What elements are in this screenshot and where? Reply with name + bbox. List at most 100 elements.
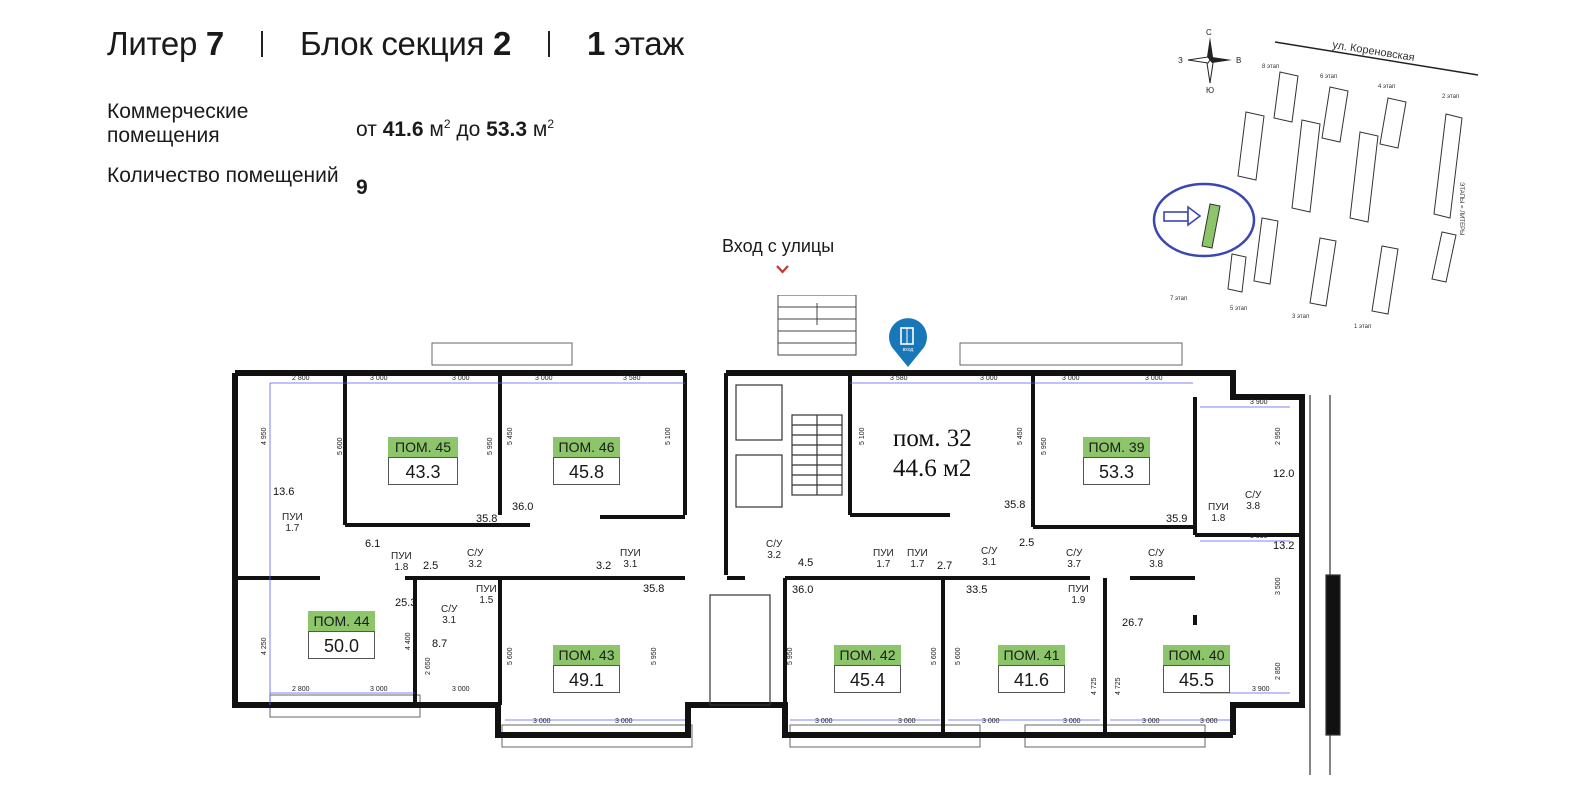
dim-label: 5 450 <box>507 427 514 445</box>
room-area-40[interactable]: 45.5 <box>1163 665 1230 693</box>
commercial-info-row: Коммерческие помещения от 41.6 м2 до 53.… <box>107 100 554 148</box>
dim-label: 5 450 <box>1017 427 1024 445</box>
compass-south: Ю <box>1206 86 1214 95</box>
arrow-right-icon <box>1163 205 1202 227</box>
room-area-44[interactable]: 50.0 <box>308 631 375 659</box>
dim-label: 3 900 <box>1252 686 1270 693</box>
building <box>1237 111 1265 181</box>
dim-label: 2 850 <box>1275 662 1282 680</box>
building <box>1433 113 1463 219</box>
stage-label: 2 этап <box>1442 94 1459 100</box>
dim-label: 4 400 <box>405 632 412 650</box>
area-number: 8.7 <box>432 638 448 650</box>
dim-label: 5 600 <box>955 647 962 665</box>
building <box>1371 245 1399 315</box>
exterior-structure <box>1309 395 1341 775</box>
room-tag-46[interactable]: ПОМ. 46 <box>553 437 620 458</box>
room-tag-41[interactable]: ПОМ. 41 <box>998 645 1065 666</box>
compass-north: С <box>1206 28 1212 37</box>
dim-label: 5 950 <box>787 647 794 665</box>
dim-label: 3 000 <box>982 718 1000 725</box>
pin-label: вход <box>903 347 914 353</box>
building <box>1309 237 1337 307</box>
dim-label: 5 600 <box>507 647 514 665</box>
dim-label: 5 100 <box>665 427 672 445</box>
room-area-42[interactable]: 45.4 <box>834 665 901 693</box>
floor-plan: 2 800 3 000 3 000 3 000 3 580 3 580 3 00… <box>232 295 1341 775</box>
dim-label: 2 950 <box>1275 427 1282 445</box>
room-tag-39[interactable]: ПОМ. 39 <box>1083 437 1150 458</box>
area-number: 13.2 <box>1273 540 1295 552</box>
dim-label: 3 000 <box>452 686 470 693</box>
dim-label: 3 000 <box>370 686 388 693</box>
dim-label: 3 000 <box>533 718 551 725</box>
dim-label: 4 950 <box>261 427 268 445</box>
dim-label: 3 000 <box>980 375 998 382</box>
dim-label: 3 000 <box>898 718 916 725</box>
dim-label: 3 580 <box>890 375 908 382</box>
side-label: ЭТАПЫ = ЛИТЕРЫ <box>1458 182 1464 235</box>
dim-label: 3 900 <box>1250 399 1268 406</box>
street-label: ул. Кореновская <box>1332 39 1416 64</box>
building <box>1253 217 1279 285</box>
dim-label: 5 600 <box>337 437 344 455</box>
area-number: 12.0 <box>1273 468 1295 480</box>
area-number: 2.7 <box>937 560 953 572</box>
area-number: 2.5 <box>1019 537 1035 549</box>
room-area-41[interactable]: 41.6 <box>998 665 1065 693</box>
room-tag-42[interactable]: ПОМ. 42 <box>834 645 901 666</box>
highlight-ellipse <box>1152 182 1256 258</box>
dim-label: 3 000 <box>1142 718 1160 725</box>
dim-label: 5 950 <box>487 437 494 455</box>
room-tag-44[interactable]: ПОМ. 44 <box>308 611 375 632</box>
dim-label: 5 600 <box>931 647 938 665</box>
stage-label: 1 этап <box>1354 324 1371 330</box>
area-number: 2.5 <box>423 560 439 572</box>
area-number: 35.8 <box>1004 499 1026 511</box>
page-title: Литер 7 Блок секция 2 1 этаж <box>107 22 684 66</box>
stage-label: 5 этап <box>1230 306 1247 312</box>
highlighted-room-number: пом. 32 <box>893 425 972 452</box>
room-area-46[interactable]: 45.8 <box>553 457 620 485</box>
dim-label: 3 000 <box>370 375 388 382</box>
area-number: 6.1 <box>365 538 381 550</box>
stage-label: 8 этап <box>1262 64 1279 70</box>
dim-label: 4 725 <box>1091 677 1098 695</box>
dim-label: 2 800 <box>292 375 310 382</box>
area-number: 3.2 <box>596 560 612 572</box>
title-divider <box>548 31 550 57</box>
area-number: 13.6 <box>273 486 295 498</box>
dim-label: 3 000 <box>1145 375 1163 382</box>
room-area-39[interactable]: 53.3 <box>1083 457 1150 485</box>
liter-title: Литер 7 <box>107 25 224 62</box>
room-tag-43[interactable]: ПОМ. 43 <box>553 645 620 666</box>
dim-label: 4 250 <box>261 637 268 655</box>
area-number: 33.5 <box>966 584 988 596</box>
interior-walls <box>235 373 1302 735</box>
room-area-43[interactable]: 49.1 <box>553 665 620 693</box>
room-tag-45[interactable]: ПОМ. 45 <box>388 437 458 458</box>
room-area-45[interactable]: 43.3 <box>388 457 458 485</box>
room-tag-40[interactable]: ПОМ. 40 <box>1163 645 1230 666</box>
entrance-pin-icon: вход <box>889 318 927 367</box>
active-building <box>1201 203 1221 249</box>
area-number: 35.9 <box>1166 513 1188 525</box>
area-number: 35.8 <box>476 513 498 525</box>
stage-label: 4 этап <box>1378 84 1395 90</box>
stage-label: 6 этап <box>1320 74 1337 80</box>
street-line <box>1274 41 1479 76</box>
stair-core <box>709 384 843 706</box>
dim-label: 3 500 <box>1275 577 1282 595</box>
building <box>1227 253 1247 293</box>
site-key-map: С Ю З В ул. Кореновская 8 этап 6 этап 4 … <box>1152 28 1479 330</box>
